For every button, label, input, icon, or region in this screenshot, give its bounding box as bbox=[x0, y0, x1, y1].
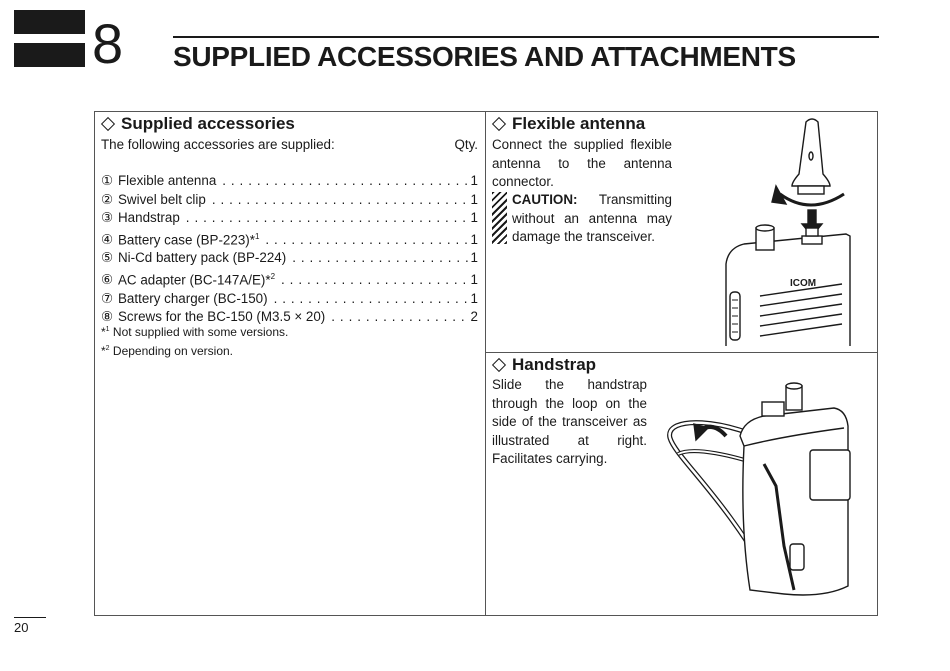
handstrap-illustration bbox=[664, 376, 854, 601]
item-number-marker: ③ bbox=[101, 210, 114, 225]
radio-brand-label: ICOM bbox=[790, 278, 816, 289]
chapter-bar-bottom bbox=[14, 43, 85, 67]
item-name: Screws for the BC-150 (M3.5 × 20) bbox=[118, 309, 326, 325]
item-qty: 1 bbox=[470, 173, 478, 188]
caution-body: Transmitting without an antenna may dama… bbox=[512, 192, 672, 244]
footnote-mark: * bbox=[101, 344, 106, 358]
chapter-number: 8 bbox=[92, 12, 124, 75]
accessory-item: ⑤Ni-Cd battery pack (BP-224) 1 bbox=[101, 249, 478, 268]
supplied-intro: The following accessories are supplied: bbox=[101, 137, 335, 152]
footnote-1: *1 Not supplied with some versions. bbox=[101, 322, 288, 340]
page-number: 20 bbox=[14, 620, 29, 635]
item-number-marker: ① bbox=[101, 173, 114, 188]
leader-dots bbox=[292, 249, 468, 268]
leader-dots bbox=[212, 191, 469, 210]
accessory-item: ⑥AC adapter (BC-147A/E)*2 1 bbox=[101, 268, 478, 290]
caution-label: CAUTION: bbox=[512, 192, 578, 207]
page-title: SUPPLIED ACCESSORIES AND ATTACHMENTS bbox=[173, 41, 796, 72]
handstrap-heading-text: Handstrap bbox=[512, 355, 597, 374]
item-number-marker: ⑧ bbox=[101, 309, 114, 325]
item-qty: 1 bbox=[470, 250, 478, 266]
accessory-item: ③ Handstrap 1 bbox=[101, 209, 478, 228]
item-name: Battery case (BP-223)*1 bbox=[118, 231, 260, 247]
leader-dots bbox=[265, 231, 468, 250]
leader-dots bbox=[331, 308, 468, 327]
flexible-antenna-heading: Flexible antenna bbox=[491, 114, 645, 134]
title-rule bbox=[173, 36, 879, 38]
supplied-accessories-heading: Supplied accessories bbox=[100, 114, 295, 134]
item-qty: 2 bbox=[470, 309, 478, 325]
caution-text: CAUTION: Transmitting without an antenna… bbox=[512, 191, 672, 247]
footnote-2: *2 Depending on version. bbox=[101, 341, 233, 359]
diamond-bullet-icon bbox=[491, 116, 507, 132]
item-number-marker: ⑤ bbox=[101, 250, 114, 266]
footnote-sup: 2 bbox=[105, 345, 110, 352]
item-qty: 1 bbox=[470, 191, 478, 207]
leader-dots bbox=[281, 271, 469, 290]
item-name: AC adapter (BC-147A/E)*2 bbox=[118, 271, 276, 288]
diamond-bullet-icon bbox=[100, 116, 116, 132]
caution-block: CAUTION: Transmitting without an antenna… bbox=[492, 191, 672, 247]
leader-dots bbox=[186, 209, 469, 228]
supplied-heading-text: Supplied accessories bbox=[121, 114, 295, 133]
footnote-text: Depending on version. bbox=[112, 344, 234, 358]
page-number-rule bbox=[14, 617, 46, 618]
accessory-item: ① Flexible antenna 1 bbox=[101, 172, 478, 191]
item-number-marker: ⑥ bbox=[101, 272, 114, 288]
item-name: Battery charger (BC-150) bbox=[118, 290, 268, 306]
item-name: Ni-Cd battery pack (BP-224) bbox=[118, 250, 287, 266]
section-divider bbox=[485, 352, 878, 353]
diamond-bullet-icon bbox=[491, 357, 507, 373]
item-name: Handstrap bbox=[118, 210, 180, 225]
item-qty: 1 bbox=[470, 272, 478, 288]
item-qty: 1 bbox=[470, 290, 478, 306]
handstrap-text: Slide the handstrap through the loop on … bbox=[492, 377, 647, 466]
antenna-illustration: ICOM bbox=[722, 116, 852, 346]
item-number-marker: ④ bbox=[101, 231, 114, 247]
footnote-text: Not supplied with some versions. bbox=[112, 325, 289, 339]
item-number-marker: ② bbox=[101, 191, 114, 207]
leader-dots bbox=[274, 290, 469, 309]
leader-dots bbox=[222, 172, 468, 191]
caution-hatch-icon bbox=[492, 192, 507, 244]
column-divider bbox=[485, 111, 486, 616]
chapter-bar-top bbox=[14, 10, 85, 34]
antenna-heading-text: Flexible antenna bbox=[512, 114, 646, 133]
footnote-mark: * bbox=[101, 325, 106, 339]
item-name: Flexible antenna bbox=[118, 173, 217, 188]
supplied-intro-row: The following accessories are supplied: … bbox=[101, 136, 478, 155]
item-qty: 1 bbox=[470, 231, 478, 247]
item-number-marker: ⑦ bbox=[101, 290, 114, 306]
antenna-text: Connect the supplied flexible antenna to… bbox=[492, 137, 672, 189]
item-qty: 1 bbox=[470, 210, 478, 225]
qty-label: Qty. bbox=[454, 137, 478, 152]
item-name: Swivel belt clip bbox=[118, 191, 206, 207]
handstrap-heading: Handstrap bbox=[491, 355, 596, 375]
content-frame bbox=[94, 111, 878, 616]
footnote-sup: 1 bbox=[105, 326, 110, 333]
